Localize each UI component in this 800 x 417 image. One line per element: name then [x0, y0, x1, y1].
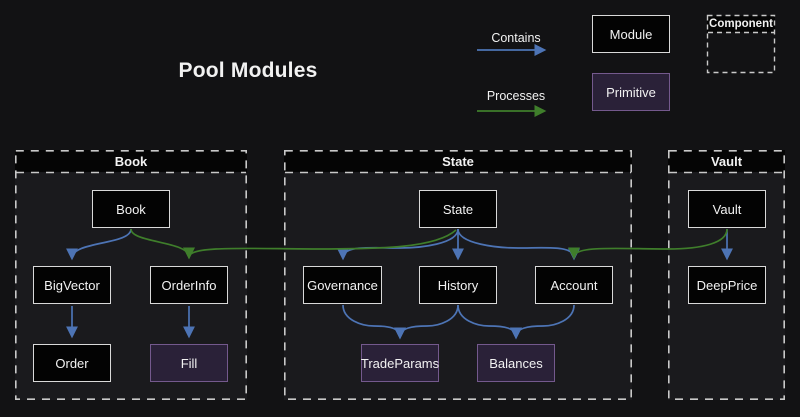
edge-state-processes-orderinfo	[183, 229, 457, 260]
legend-module-label: Module	[609, 26, 653, 42]
node-fill-label: Fill	[180, 355, 198, 371]
node-bigvector: BigVector	[33, 266, 111, 304]
node-bigvector-label: BigVector	[44, 277, 100, 293]
node-fill: Fill	[150, 344, 228, 382]
node-account: Account	[535, 266, 613, 304]
node-balances: Balances	[477, 344, 555, 382]
node-tradeparams: TradeParams	[361, 344, 439, 382]
node-account-label: Account	[550, 277, 598, 293]
legend-primitive-label: Primitive	[606, 84, 656, 100]
edge-account-contains-balances	[510, 304, 575, 340]
node-book-label: Book	[116, 201, 146, 217]
container-state-border	[283, 150, 632, 400]
legend-processes-label: Processes	[486, 89, 546, 103]
node-order: Order	[33, 344, 111, 382]
edge-book-processes-orderinfo	[130, 228, 195, 260]
node-state: State	[419, 190, 497, 228]
node-tradeparams-label: TradeParams	[360, 355, 440, 371]
legend-contains-label: Contains	[491, 31, 541, 45]
edge-state-contains-governance	[337, 228, 459, 261]
edge-state-contains-account	[457, 228, 580, 261]
edge-history-contains-tradeparams	[394, 304, 459, 340]
node-governance: Governance	[303, 266, 382, 304]
node-orderinfo-label: OrderInfo	[161, 277, 217, 293]
node-orderinfo: OrderInfo	[150, 266, 228, 304]
edge-governance-contains-tradeparams	[342, 304, 406, 340]
node-state-label: State	[442, 201, 474, 217]
container-vault-border	[667, 150, 785, 400]
node-history: History	[419, 266, 497, 304]
node-book: Book	[92, 190, 170, 228]
node-governance-label: Governance	[307, 277, 378, 293]
legend-module-swatch: Module	[592, 15, 670, 53]
legend-component-label: Component	[707, 16, 775, 32]
legend-component-border	[706, 14, 776, 74]
node-history-label: History	[437, 277, 479, 293]
container-state-title: State	[284, 150, 632, 172]
node-vault-label: Vault	[712, 201, 742, 217]
page-title: Pool Modules	[178, 59, 318, 82]
node-deepprice: DeepPrice	[688, 266, 766, 304]
node-deepprice-label: DeepPrice	[696, 277, 758, 293]
node-balances-label: Balances	[489, 355, 543, 371]
node-order-label: Order	[55, 355, 89, 371]
container-book-title: Book	[15, 150, 247, 172]
legend-primitive-swatch: Primitive	[592, 73, 670, 111]
node-vault: Vault	[688, 190, 766, 228]
edge-vault-processes-account	[568, 228, 728, 260]
edge-book-contains-bigvector	[66, 228, 132, 261]
container-vault-title: Vault	[668, 150, 785, 172]
edge-history-contains-balances	[457, 304, 522, 340]
legend-component-swatch: Component	[707, 15, 775, 73]
